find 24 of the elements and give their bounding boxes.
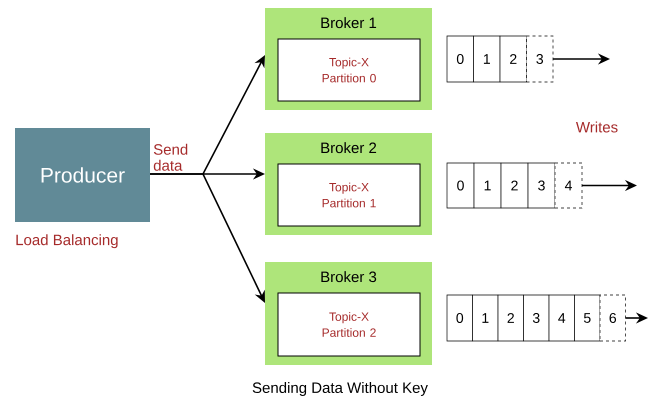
offset-cell: 5 xyxy=(574,294,600,342)
offset-cell: 3 xyxy=(528,162,556,208)
partition-box: Topic-X Partition 0 xyxy=(278,38,420,102)
offset-cell: 3 xyxy=(526,36,554,82)
offset-cell: 1 xyxy=(472,294,498,342)
offset-cell: 3 xyxy=(523,294,550,342)
offset-cell: 6 xyxy=(600,294,626,342)
offset-cell: 1 xyxy=(473,36,500,82)
partition-box: Topic-X Partition 2 xyxy=(278,292,420,356)
node-caption: Load Balancing xyxy=(16,234,118,248)
offset-cell: 2 xyxy=(500,162,528,208)
offset-cell: 2 xyxy=(500,36,527,82)
edge-label: Send data xyxy=(152,142,194,172)
offset-cell: 0 xyxy=(446,294,473,342)
caption: Sending Data Without Key xyxy=(252,382,428,396)
offset-cell: 1 xyxy=(474,162,502,208)
offset-cell: 2 xyxy=(498,294,524,342)
writes-label: Writes xyxy=(576,122,618,132)
offset-cell: 4 xyxy=(548,294,575,342)
offset-cell: 4 xyxy=(554,162,582,208)
producer-box: Producer xyxy=(15,128,150,222)
offset-cell: 0 xyxy=(446,162,474,208)
offset-cell: 0 xyxy=(446,36,474,82)
partition-box: Topic-X Partition 1 xyxy=(278,164,420,226)
